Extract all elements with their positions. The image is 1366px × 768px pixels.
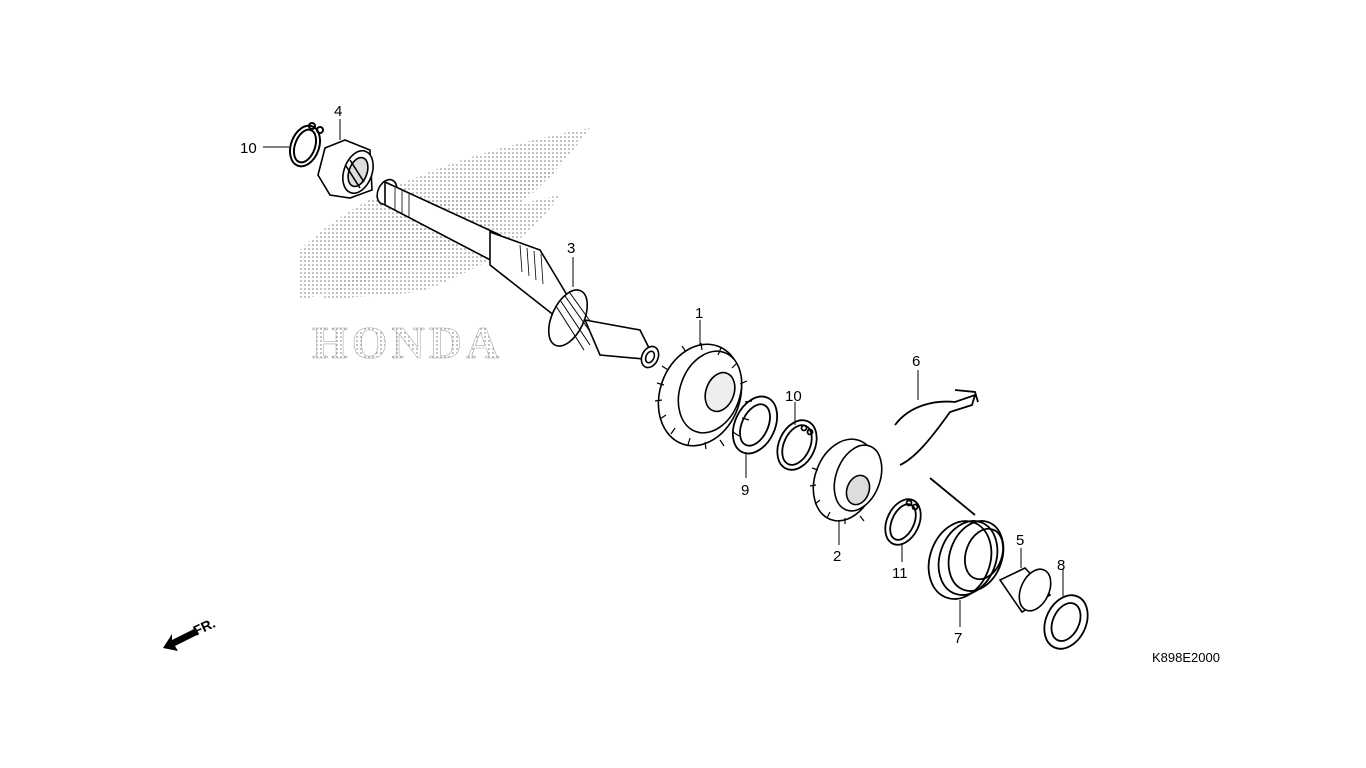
callout-11: 10	[240, 140, 257, 157]
callout-7: 7	[954, 630, 962, 647]
callout-5: 5	[1016, 532, 1024, 549]
honda-watermark-text: HONDA	[312, 317, 503, 368]
callout-10-upper: 10	[785, 388, 802, 405]
part-8-washer	[1043, 594, 1089, 650]
callout-numbers: 10 4 3 1 10 9 6 2 11 5 8 7	[240, 103, 1065, 647]
part-10-circlip-upper	[776, 419, 818, 471]
part-7-kickstarter-spring	[927, 477, 1005, 600]
part-2-kickstarter-ratchet	[809, 438, 883, 524]
callout-10-lower: 11	[892, 565, 908, 582]
part-10-circlip-lower	[884, 498, 922, 546]
part-11-circlip	[289, 122, 324, 168]
callout-9: 9	[741, 482, 749, 499]
callout-2: 2	[833, 548, 841, 565]
part-5-spring-collar	[998, 567, 1052, 614]
part-1-kickstarter-gear	[654, 342, 753, 450]
callout-1: 1	[695, 305, 703, 322]
callout-3: 3	[567, 240, 575, 257]
part-3-kickstarter-spindle	[376, 178, 660, 369]
part-6-ratchet-guide-spring	[894, 389, 979, 466]
leader-lines	[263, 119, 1064, 627]
callout-6: 6	[912, 353, 920, 370]
front-direction-arrow-icon: FR.	[163, 615, 218, 651]
front-label: FR.	[191, 615, 218, 639]
diagram-reference-code: K898E2000	[1152, 650, 1220, 665]
part-9-thrust-washer	[731, 395, 779, 455]
part-4-kick-arm-joint	[317, 139, 374, 199]
callout-4: 4	[334, 103, 342, 120]
callout-8: 8	[1057, 557, 1065, 574]
